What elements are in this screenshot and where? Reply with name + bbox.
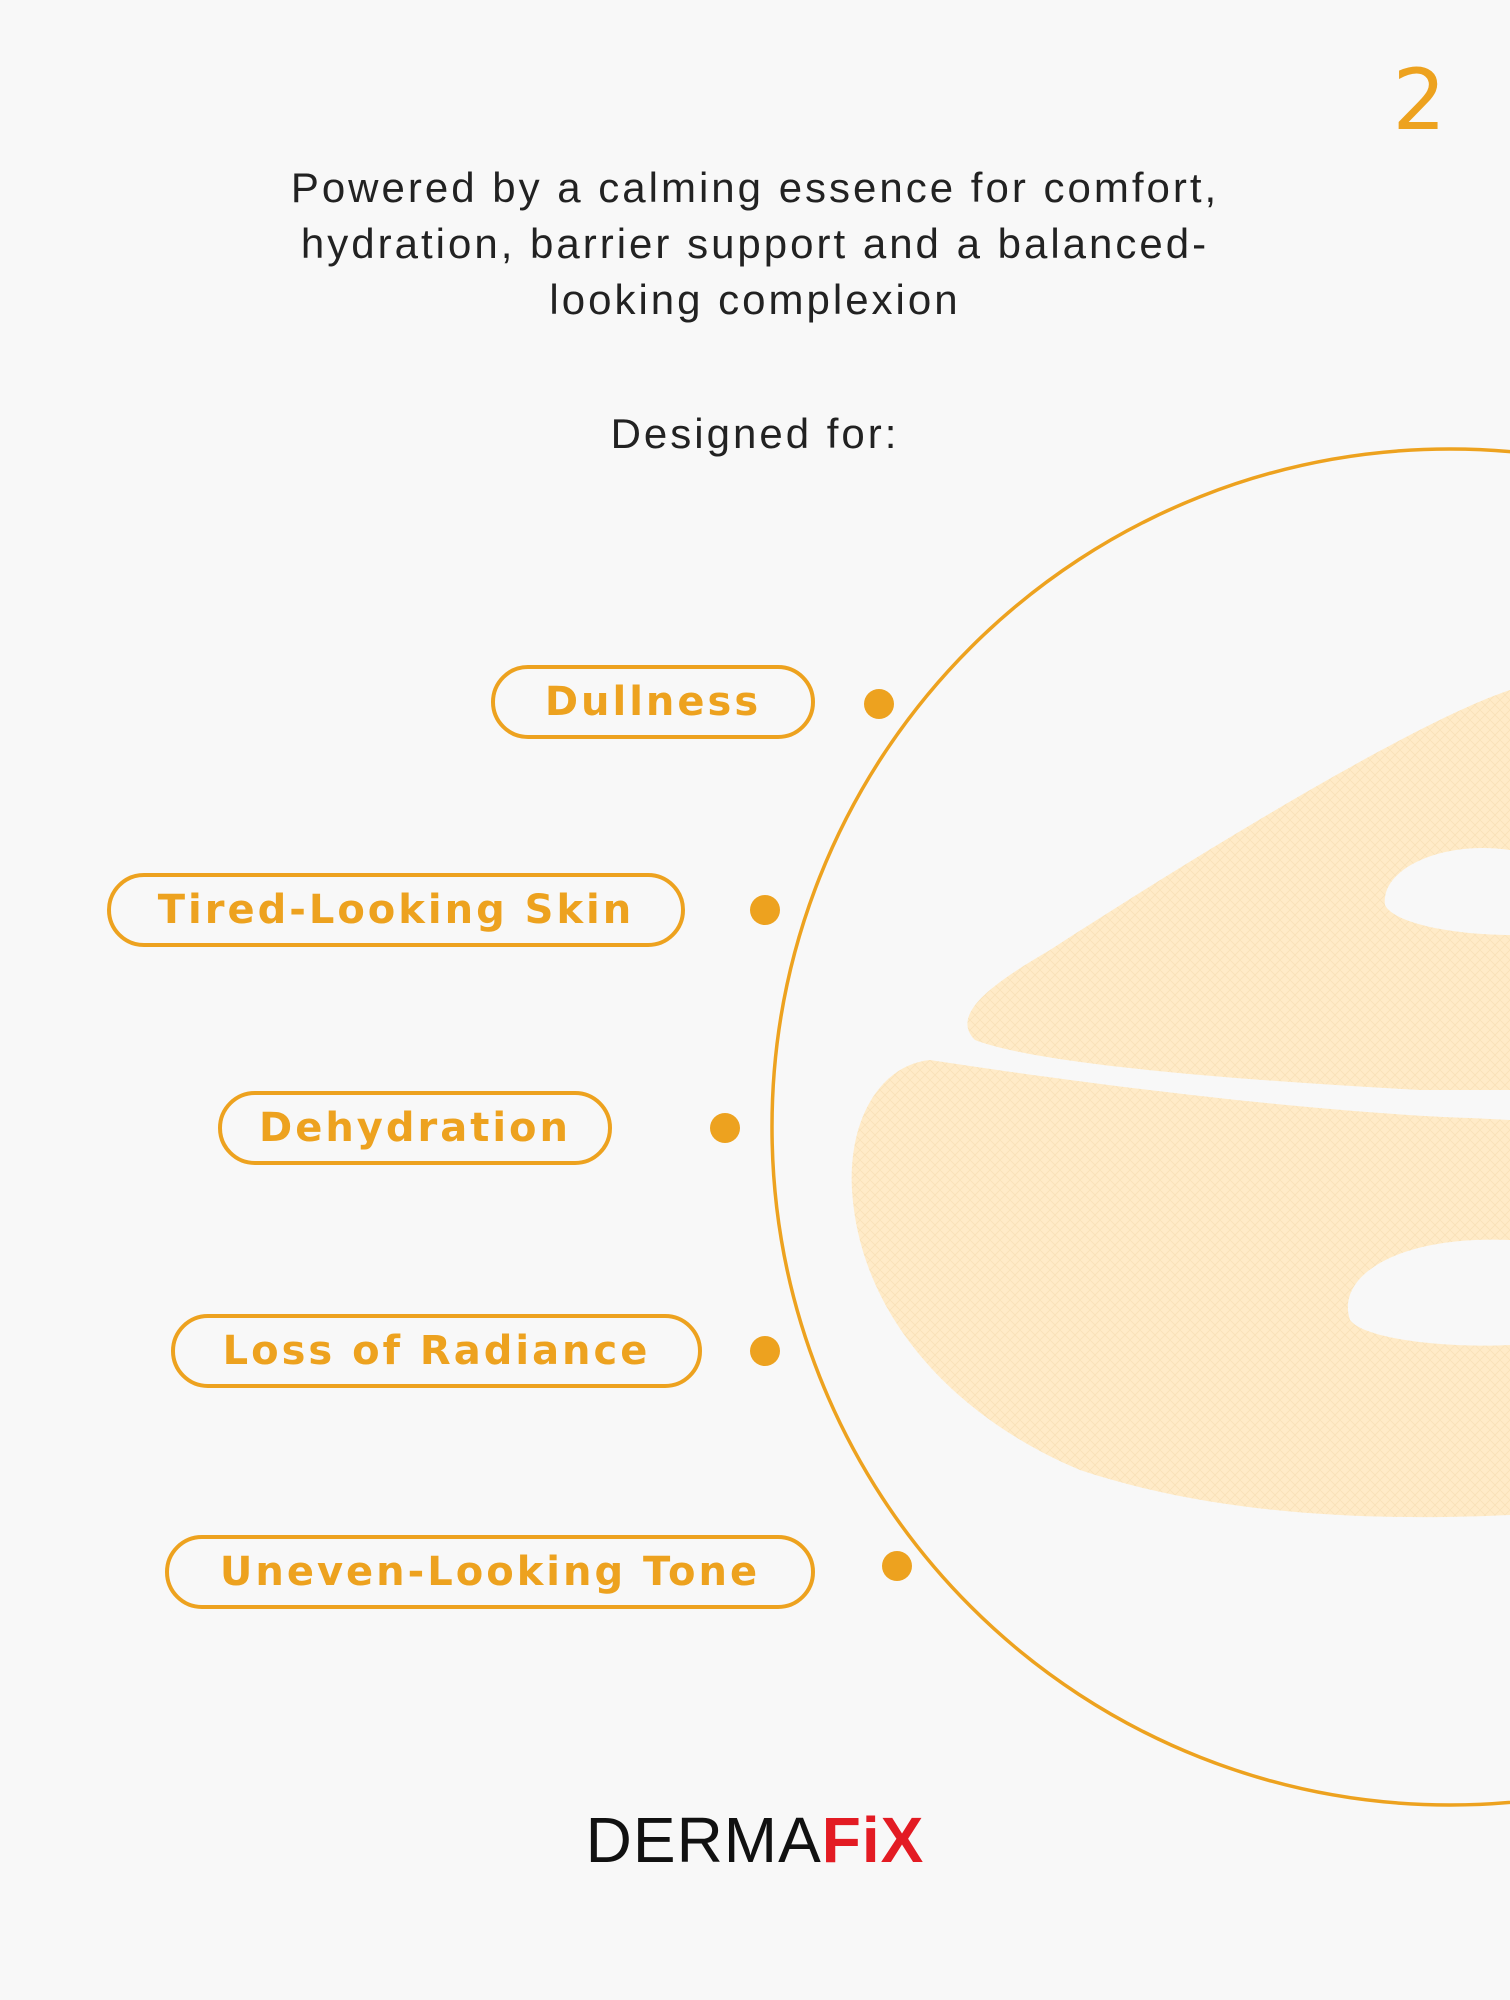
intro-line: looking complexion [549,276,961,323]
logo-derma: DERMA [585,1804,822,1876]
page-number: 2 [1392,51,1446,149]
brand-logo: DERMAFiX [0,1808,1510,1872]
intro-line: Powered by a calming essence for comfort… [290,164,1220,211]
concern-pill-uneven-looking-tone: Uneven-Looking Tone [165,1535,815,1609]
concern-dot [750,1336,780,1366]
intro-text: Powered by a calming essence for comfort… [0,160,1510,328]
concern-dot [750,895,780,925]
orange-arc-circle [770,447,1510,1807]
sheet-mask-image [851,690,1510,1518]
concern-dot [882,1551,912,1581]
logo-fix: FiX [821,1804,925,1876]
concern-pill-loss-of-radiance: Loss of Radiance [171,1314,702,1388]
concern-pill-dullness: Dullness [491,665,815,739]
concern-pill-tired-looking-skin: Tired-Looking Skin [107,873,685,947]
concern-dot [710,1113,740,1143]
designed-for-label: Designed for: [610,410,900,457]
concern-dot [864,689,894,719]
concern-pill-dehydration: Dehydration [218,1091,612,1165]
intro-line: hydration, barrier support and a balance… [300,220,1210,267]
